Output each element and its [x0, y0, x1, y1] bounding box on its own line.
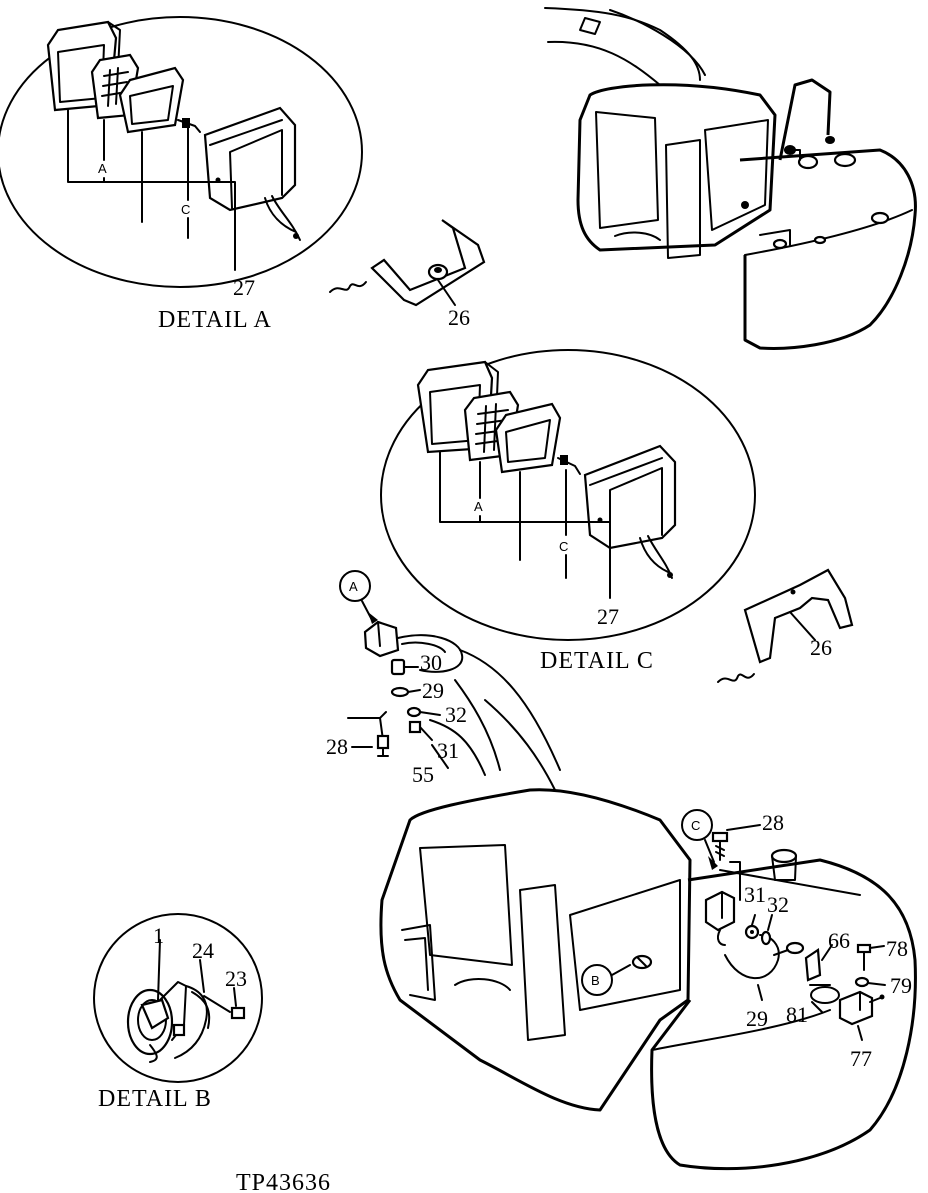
detail-b-caption: DETAIL B [98, 1086, 212, 1112]
detail-c: A C 27 DETAIL C 26 [380, 349, 854, 683]
mount-c-callout-29: 29 [746, 1006, 768, 1031]
mount-a-callout-31: 31 [437, 738, 459, 763]
detail-a-outline [0, 16, 363, 288]
detail-c-callout-a: A [474, 499, 483, 514]
mount-c-callout-31: 31 [744, 882, 766, 907]
mount-c-callout-79: 79 [890, 973, 912, 998]
detail-c-callout-26: 26 [810, 635, 832, 660]
mount-c-circle-label: C [691, 818, 700, 833]
mount-c-callout-78: 78 [886, 936, 908, 961]
mount-c-callout-66: 66 [828, 928, 850, 953]
drawing-number: TP43636 [236, 1170, 331, 1193]
detail-b-callout-23: 23 [225, 966, 247, 991]
mount-a-circle-label: A [349, 579, 358, 594]
detail-b-callout-1: 1 [153, 923, 164, 948]
mount-a-callout-55: 55 [412, 762, 434, 787]
mount-c-callout-81: 81 [786, 1002, 808, 1027]
detail-b-outline [93, 913, 263, 1083]
detail-a-caption: DETAIL A [158, 307, 272, 333]
mount-a-circle [339, 570, 371, 602]
mount-a-callout-29: 29 [422, 678, 444, 703]
mount-a: A 30 29 32 28 31 55 [326, 570, 561, 791]
cab-circle-b-label: B [591, 973, 600, 988]
detail-b-callout-24: 24 [192, 938, 214, 963]
detail-c-callout-27: 27 [597, 604, 619, 629]
mount-c-circle [681, 809, 713, 841]
mount-a-callout-28: 28 [326, 734, 348, 759]
mount-a-callout-32: 32 [445, 702, 467, 727]
mount-c: C [681, 809, 912, 1071]
detail-a-callout-26: 26 [448, 305, 470, 330]
mount-a-callout-30: 30 [420, 650, 442, 675]
machine-overview-top [544, 7, 917, 350]
machine-main: B [379, 788, 917, 1171]
detail-a-callout-a: A [98, 161, 107, 176]
detail-a-callout-c: C [181, 202, 190, 217]
cab-circle-b [581, 964, 613, 996]
detail-a: A C 27 DETAIL A 26 [0, 16, 486, 333]
detail-c-callout-c: C [559, 539, 568, 554]
detail-b: 1 24 23 DETAIL B [93, 913, 263, 1112]
mount-c-callout-77: 77 [850, 1046, 872, 1071]
mount-c-callout-28: 28 [762, 810, 784, 835]
detail-c-caption: DETAIL C [540, 648, 654, 674]
mount-c-callout-32: 32 [767, 892, 789, 917]
detail-c-outline [380, 349, 756, 641]
detail-a-callout-27: 27 [233, 275, 255, 300]
